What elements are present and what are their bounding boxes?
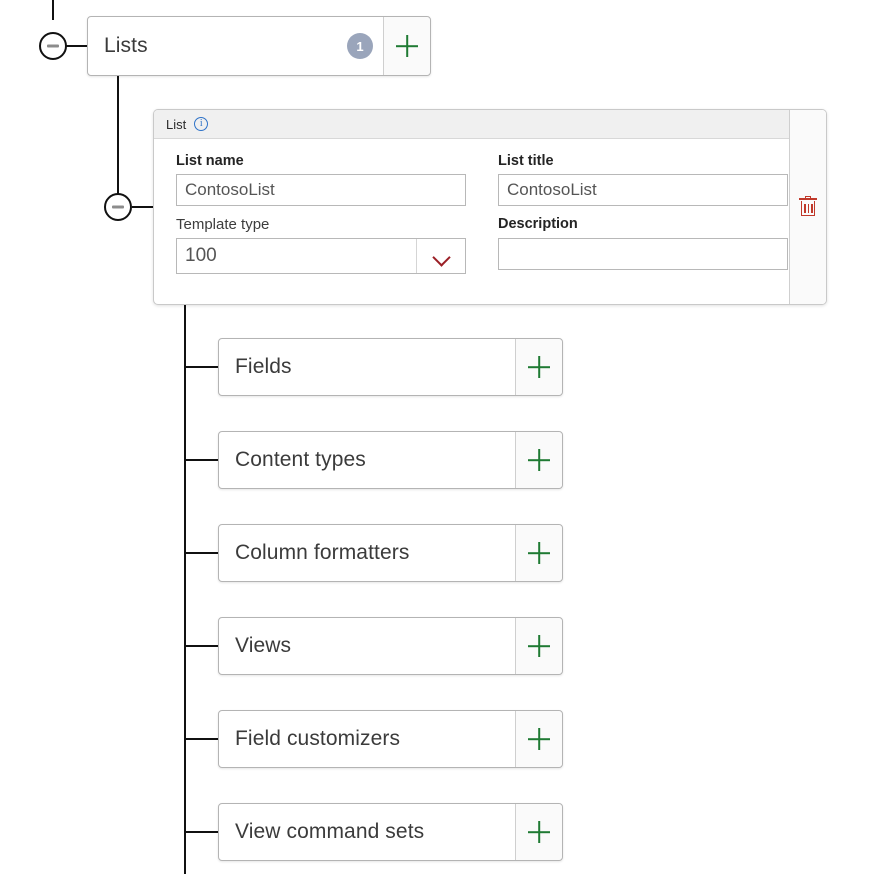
add-list-button[interactable] (383, 17, 430, 75)
description-label: Description (498, 216, 578, 233)
tree-line-lists-trunk (117, 75, 119, 207)
tree-node-content-types[interactable]: Content types (218, 431, 563, 489)
list-name-input[interactable]: ContosoList (176, 174, 466, 207)
tree-node-field-customizers-label: Field customizers (235, 727, 401, 750)
add-field-button[interactable] (515, 339, 562, 395)
tree-node-content-types-label: Content types (235, 448, 366, 471)
chevron-down-icon (433, 248, 450, 265)
list-detail-panel-header: List i (154, 110, 789, 139)
add-content-type-button[interactable] (515, 432, 562, 488)
plus-icon (528, 635, 550, 657)
plus-icon (528, 821, 550, 843)
plus-icon (528, 356, 550, 378)
list-title-label: List title (498, 153, 554, 169)
tree-node-field-customizers[interactable]: Field customizers (218, 710, 563, 768)
tree-node-lists-badge-wrap: 1 (347, 17, 383, 75)
trash-icon (799, 196, 817, 217)
panel-title: List (166, 116, 187, 132)
tree-node-column-formatters-label: Column formatters (235, 541, 410, 564)
tree-line-child-5 (184, 831, 219, 833)
tree-node-view-command-sets[interactable]: View command sets (218, 803, 563, 861)
tree-line-child-4 (184, 738, 219, 740)
field-description: Description (498, 216, 788, 274)
tree-node-column-formatters[interactable]: Column formatters (218, 524, 563, 582)
info-circle-icon[interactable]: i (194, 117, 209, 131)
description-input[interactable] (498, 237, 788, 270)
list-name-label: List name (176, 153, 244, 169)
tree-node-view-command-sets-label: View command sets (235, 820, 425, 843)
tree-line-child-0 (184, 366, 219, 368)
template-type-dropdown-button[interactable] (416, 239, 465, 274)
tree-node-lists[interactable]: Lists 1 (87, 16, 431, 76)
template-type-label: Template type (176, 216, 270, 234)
plus-icon (528, 449, 550, 471)
plus-icon (528, 728, 550, 750)
tree-line-root-to-lists (66, 45, 88, 47)
tree-node-fields-label: Fields (235, 355, 292, 378)
collapse-toggle-lists[interactable] (39, 32, 67, 60)
tree-line-children-trunk (184, 305, 186, 874)
template-type-select[interactable]: 100 (176, 238, 466, 275)
add-view-button[interactable] (515, 618, 562, 674)
tree-line-list-toggle-to-panel (132, 206, 154, 208)
minus-circle-icon (112, 205, 124, 209)
plus-icon (396, 35, 418, 57)
minus-circle-icon (47, 44, 59, 48)
tree-line-root-top (52, 0, 54, 20)
field-template-type: Template type 100 (176, 216, 466, 275)
list-detail-panel: List i List name ContosoList List title … (153, 109, 827, 305)
field-list-title: List title ContosoList (498, 153, 788, 207)
add-view-command-set-button[interactable] (515, 804, 562, 860)
tree-line-child-2 (184, 552, 219, 554)
template-type-value: 100 (185, 245, 217, 267)
list-title-input[interactable]: ContosoList (498, 174, 788, 207)
status-badge: 1 (347, 33, 373, 59)
list-detail-panel-body: List i List name ContosoList List title … (154, 110, 789, 304)
tree-node-fields[interactable]: Fields (218, 338, 563, 396)
plus-icon (528, 542, 550, 564)
tree-node-views[interactable]: Views (218, 617, 563, 675)
collapse-toggle-list-item[interactable] (104, 193, 132, 221)
add-field-customizer-button[interactable] (515, 711, 562, 767)
delete-list-button[interactable] (789, 110, 826, 304)
list-detail-form: List name ContosoList List title Contoso… (154, 139, 789, 304)
tree-node-views-label: Views (235, 634, 292, 657)
field-list-name: List name ContosoList (176, 153, 466, 207)
add-column-formatter-button[interactable] (515, 525, 562, 581)
tree-line-child-3 (184, 645, 219, 647)
tree-node-lists-label: Lists (104, 34, 148, 57)
tree-line-child-1 (184, 459, 219, 461)
